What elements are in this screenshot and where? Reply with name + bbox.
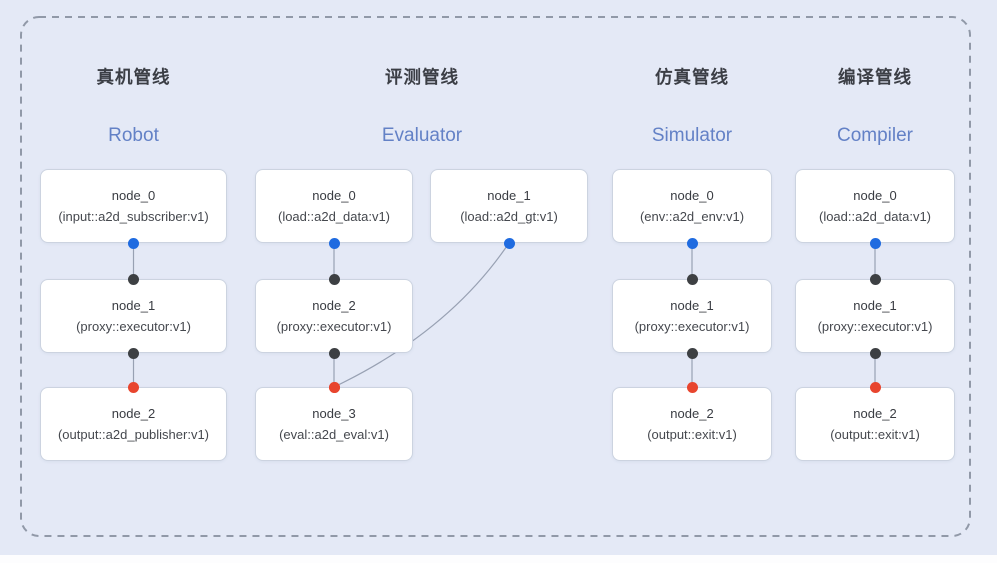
node-name: node_0 — [853, 188, 897, 203]
input-port-dot-red — [128, 381, 139, 393]
pipeline-title-en-simulator: Simulator — [651, 125, 733, 146]
output-port-dot-blue — [686, 237, 698, 249]
node-impl: (input::a2d_subscriber:v1) — [58, 209, 209, 224]
pipeline-title-en-compiler: Compiler — [836, 125, 914, 146]
node-name: node_0 — [111, 188, 156, 203]
node-impl: (load::a2d_data:v1) — [818, 209, 932, 224]
pipeline-node-evaluator-node_1: node_1(load::a2d_gt:v1) — [430, 169, 588, 243]
node-name: node_1 — [111, 298, 156, 313]
pipeline-node-evaluator-node_3: node_3(eval::a2d_eval:v1) — [255, 387, 413, 461]
pipeline-node-evaluator-node_2: node_2(proxy::executor:v1) — [255, 279, 413, 353]
node-name: node_2 — [670, 406, 714, 421]
edge-evaluator-node_1-to-node_3 — [333, 242, 510, 388]
node-name: node_1 — [487, 188, 531, 203]
output-port-dot-black — [128, 347, 139, 359]
node-name: node_0 — [670, 188, 714, 203]
pipeline-node-evaluator-node_0: node_0(load::a2d_data:v1) — [255, 169, 413, 243]
node-impl: (proxy::executor:v1) — [634, 319, 750, 334]
node-impl: (env::a2d_env:v1) — [639, 209, 745, 224]
node-name: node_1 — [853, 298, 897, 313]
pipeline-title-zh-simulator: 仿真管线 — [655, 67, 729, 87]
output-port-dot-blue — [503, 237, 515, 249]
pipeline-title-zh-evaluator: 评测管线 — [385, 67, 459, 87]
input-port-dot-red — [328, 381, 340, 393]
node-impl: (proxy::executor:v1) — [817, 319, 933, 334]
pipeline-node-robot-node_1: node_1(proxy::executor:v1) — [40, 279, 227, 353]
output-port-dot-black — [686, 347, 698, 359]
pipeline-node-compiler-node_0: node_0(load::a2d_data:v1) — [795, 169, 955, 243]
node-impl: (load::a2d_gt:v1) — [460, 209, 558, 224]
input-port-dot-red — [686, 381, 698, 393]
input-port-dot-black — [686, 273, 698, 285]
output-port-dot-blue — [328, 237, 340, 249]
node-impl: (output::a2d_publisher:v1) — [57, 427, 210, 442]
pipeline-title-zh-compiler: 编译管线 — [838, 67, 912, 87]
node-name: node_2 — [312, 298, 356, 313]
output-port-dot-black — [869, 347, 881, 359]
pipeline-title-zh-robot: 真机管线 — [96, 67, 171, 87]
node-impl: (proxy::executor:v1) — [76, 319, 191, 334]
node-impl: (output::exit:v1) — [647, 427, 737, 442]
pipeline-node-simulator-node_0: node_0(env::a2d_env:v1) — [612, 169, 772, 243]
pipeline-node-compiler-node_1: node_1(proxy::executor:v1) — [795, 279, 955, 353]
pipeline-node-robot-node_2: node_2(output::a2d_publisher:v1) — [40, 387, 227, 461]
pipeline-title-en-robot: Robot — [108, 125, 159, 146]
input-port-dot-black — [128, 273, 139, 285]
pipeline-node-compiler-node_2: node_2(output::exit:v1) — [795, 387, 955, 461]
pipeline-node-simulator-node_2: node_2(output::exit:v1) — [612, 387, 772, 461]
input-port-dot-black — [328, 273, 340, 285]
node-name: node_1 — [670, 298, 714, 313]
node-name: node_3 — [312, 406, 356, 421]
node-impl: (eval::a2d_eval:v1) — [279, 427, 389, 442]
pipeline-node-simulator-node_1: node_1(proxy::executor:v1) — [612, 279, 772, 353]
node-impl: (load::a2d_data:v1) — [277, 209, 391, 224]
node-impl: (output::exit:v1) — [830, 427, 920, 442]
page-bottom-edge — [0, 555, 997, 563]
pipeline-title-en-evaluator: Evaluator — [381, 125, 463, 146]
node-name: node_0 — [312, 188, 356, 203]
input-port-dot-red — [869, 381, 881, 393]
input-port-dot-black — [869, 273, 881, 285]
dashed-frame — [20, 16, 971, 537]
output-port-dot-blue — [128, 237, 139, 249]
node-name: node_2 — [853, 406, 897, 421]
node-name: node_2 — [111, 406, 156, 421]
output-port-dot-blue — [869, 237, 881, 249]
pipeline-node-robot-node_0: node_0(input::a2d_subscriber:v1) — [40, 169, 227, 243]
output-port-dot-black — [328, 347, 340, 359]
node-impl: (proxy::executor:v1) — [276, 319, 392, 334]
